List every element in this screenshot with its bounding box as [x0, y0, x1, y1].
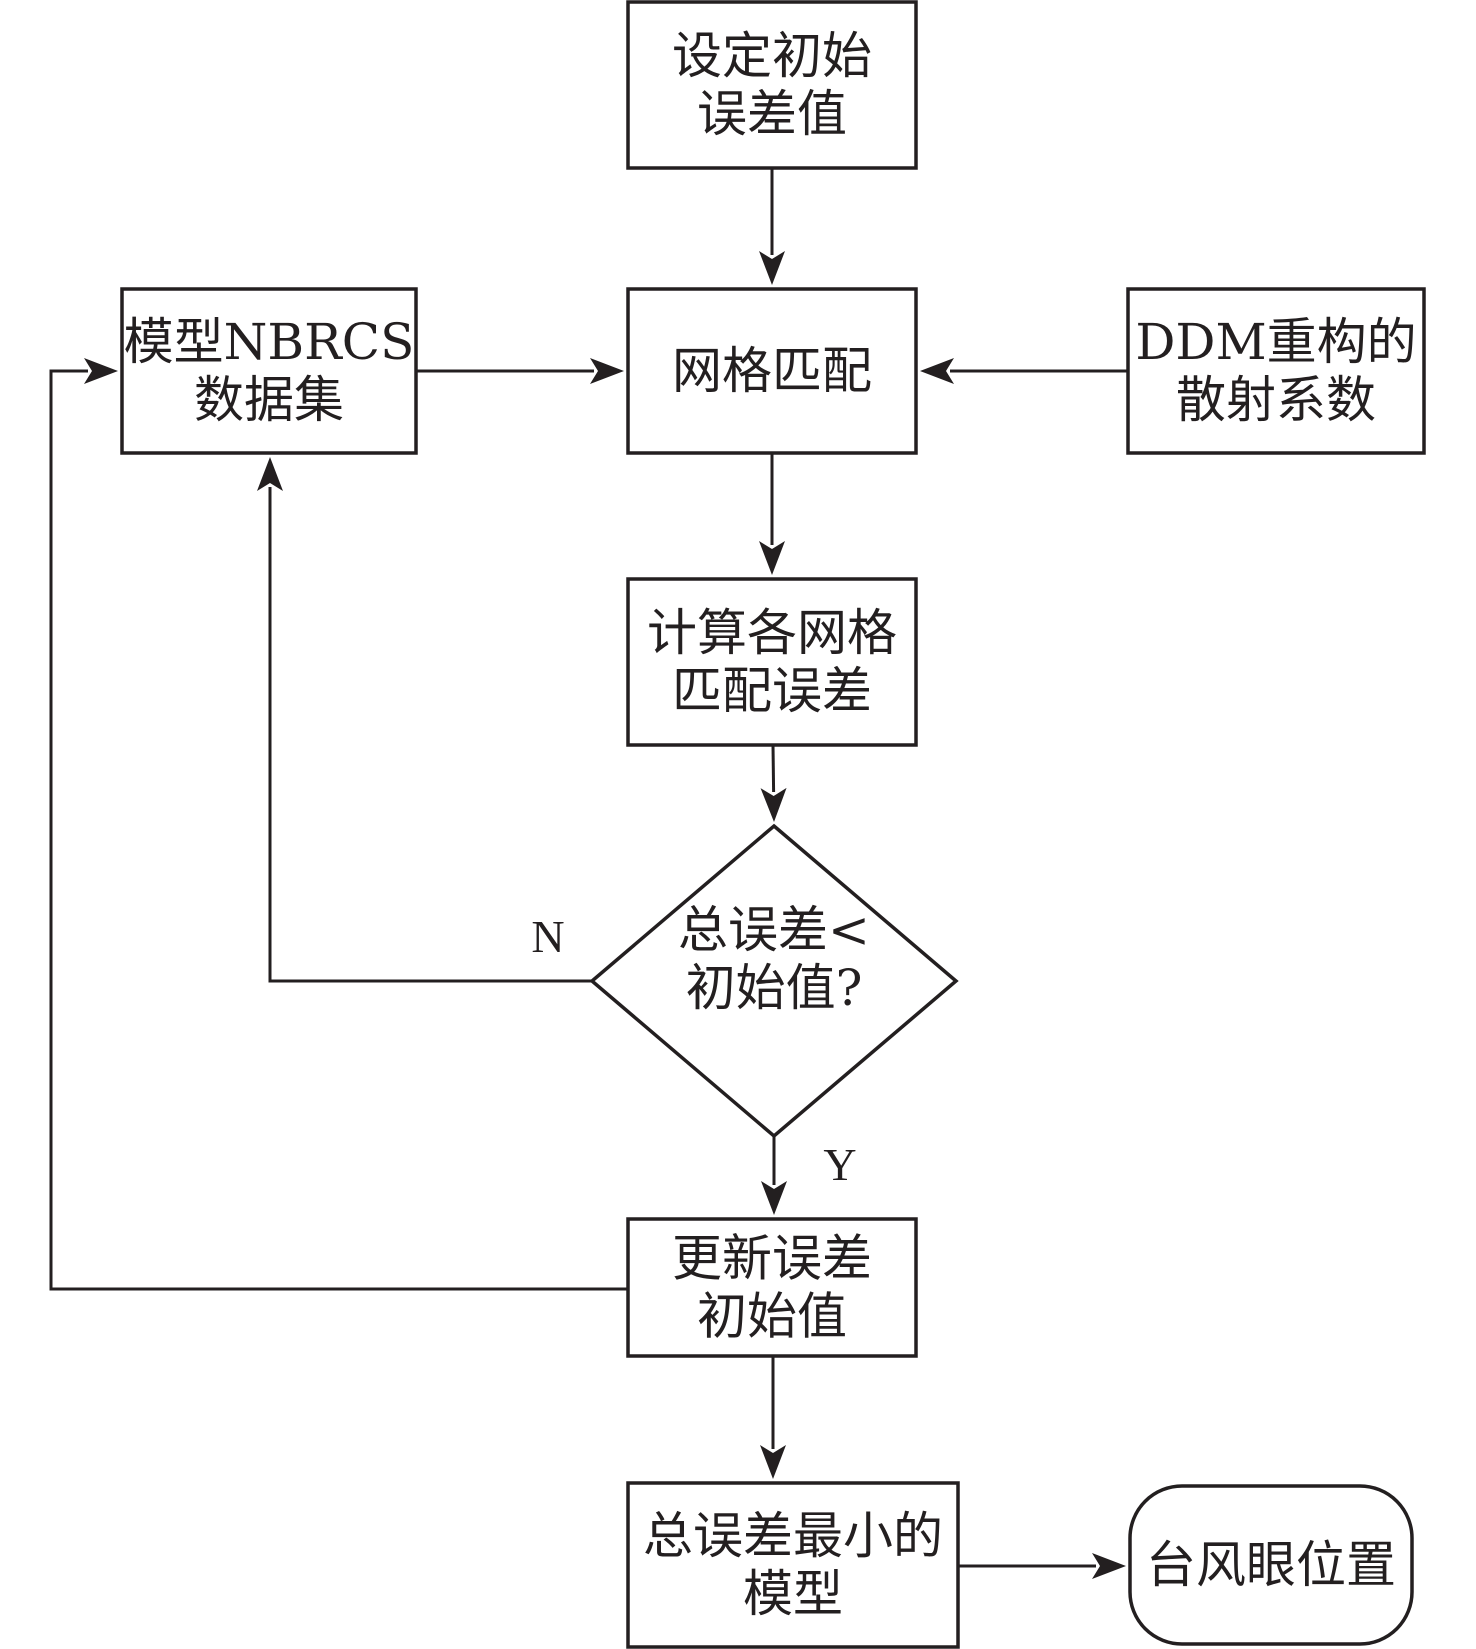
- edge-total-error-decision-to-update-initial-error: [761, 1136, 787, 1215]
- process-box: [1126, 287, 1426, 455]
- edge-model-nbrcs-dataset-to-grid-matching: [416, 358, 624, 384]
- edge-min-error-model-to-typhoon-eye-position: [958, 1553, 1126, 1579]
- edge-set-initial-error-to-grid-matching: [759, 168, 785, 285]
- edge-ddm-reconstructed-coefficient-to-grid-matching: [920, 358, 1128, 384]
- node-label-line: 初始值: [697, 1288, 847, 1346]
- node-label-line: 网格匹配: [672, 342, 872, 400]
- node-label-line: 更新误差: [672, 1230, 872, 1288]
- arrowhead-icon: [760, 1445, 786, 1479]
- process-box: [120, 287, 418, 455]
- node-label-line: 模型NBRCS: [124, 313, 415, 371]
- arrowhead-icon: [257, 457, 283, 491]
- edge-labels-layer: NY: [531, 911, 856, 1190]
- edge-label-n: N: [531, 911, 564, 962]
- node-label-line: 总误差<: [678, 901, 870, 959]
- connector-line: [268, 487, 592, 983]
- node-total-error-decision: 总误差<初始值?: [589, 823, 959, 1139]
- node-label-line: DDM重构的: [1135, 313, 1416, 371]
- node-label-line: 初始值?: [686, 959, 863, 1017]
- node-label-line: 误差值: [697, 85, 847, 143]
- edges-layer: [49, 168, 1128, 1579]
- node-label-line: 总误差最小的: [643, 1507, 943, 1565]
- arrowhead-icon: [761, 1181, 787, 1215]
- node-typhoon-eye-position: 台风眼位置: [1128, 1484, 1414, 1646]
- node-label-line: 数据集: [194, 371, 344, 429]
- node-label-line: 台风眼位置: [1146, 1536, 1396, 1594]
- arrowhead-icon: [590, 358, 624, 384]
- arrowhead-icon: [1092, 1553, 1126, 1579]
- process-box: [626, 1217, 918, 1358]
- process-box: [626, 1481, 960, 1649]
- arrowhead-icon: [759, 541, 785, 575]
- arrowhead-icon: [84, 358, 118, 384]
- node-label-line: 模型: [743, 1565, 843, 1623]
- arrowhead-icon: [759, 251, 785, 285]
- process-box: [626, 287, 918, 455]
- node-label-line: 设定初始: [672, 27, 872, 85]
- arrowhead-icon: [760, 787, 787, 822]
- edge-update-initial-error-to-model-nbrcs-dataset: [49, 358, 628, 1291]
- node-label-line: 匹配误差: [672, 662, 872, 720]
- edge-total-error-decision-to-model-nbrcs-dataset: [257, 457, 592, 983]
- edge-compute-grid-errors-to-total-error-decision: [760, 744, 787, 822]
- edge-grid-matching-to-compute-grid-errors: [759, 453, 785, 575]
- connector-line: [771, 744, 776, 793]
- arrowhead-icon: [920, 358, 954, 384]
- node-label-line: 计算各网格: [647, 604, 897, 662]
- decision-diamond: [589, 823, 959, 1139]
- process-box: [626, 577, 918, 747]
- connector-line: [49, 369, 628, 1291]
- node-label-line: 散射系数: [1176, 371, 1376, 429]
- edge-update-initial-error-to-min-error-model: [760, 1356, 786, 1479]
- edge-label-y: Y: [823, 1139, 856, 1190]
- process-box: [626, 0, 918, 170]
- terminal-box: [1128, 1484, 1414, 1646]
- node-grid-matching: 网格匹配: [626, 287, 918, 455]
